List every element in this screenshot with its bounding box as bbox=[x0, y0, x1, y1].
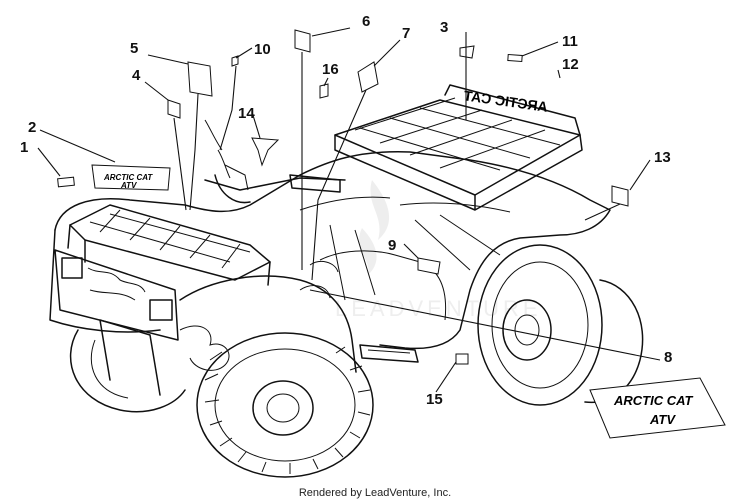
callout-2: 2 bbox=[28, 119, 36, 136]
decal-8: ARCTIC CAT ATV bbox=[589, 377, 726, 439]
decal-7 bbox=[357, 61, 379, 93]
decal-12-text: ARCTIC CAT bbox=[462, 87, 548, 115]
decal-3 bbox=[459, 45, 475, 59]
callout-6: 6 bbox=[362, 13, 370, 30]
decal-11 bbox=[507, 53, 523, 63]
front-bumper bbox=[54, 249, 179, 396]
callout-9: 9 bbox=[388, 237, 396, 254]
watermark-text: LEADVENTURE bbox=[335, 296, 542, 321]
atv-illustration bbox=[49, 84, 644, 478]
decal-2-text-line2: ATV bbox=[120, 181, 137, 190]
callout-13: 13 bbox=[654, 149, 671, 166]
decal-6 bbox=[294, 29, 311, 53]
watermark: LEADVENTURE bbox=[335, 180, 542, 321]
decal-16 bbox=[319, 83, 329, 99]
callout-7: 7 bbox=[402, 25, 410, 42]
handlebar bbox=[204, 119, 346, 204]
callout-10: 10 bbox=[254, 41, 271, 58]
decal-10 bbox=[231, 55, 239, 67]
decal-1 bbox=[57, 176, 75, 188]
decal-5 bbox=[187, 61, 213, 97]
front-rack bbox=[67, 204, 271, 286]
callout-3: 3 bbox=[440, 19, 448, 36]
callout-5: 5 bbox=[130, 40, 138, 57]
callout-numbers: 1 2 3 4 5 6 7 8 9 10 11 12 13 14 15 16 bbox=[20, 13, 672, 408]
callout-16: 16 bbox=[322, 61, 339, 78]
decal-14 bbox=[251, 137, 280, 167]
decal-2: ARCTIC CAT ATV bbox=[91, 164, 171, 191]
rear-wheel bbox=[477, 244, 644, 406]
decal-8-text-line1: ARCTIC CAT bbox=[613, 393, 694, 408]
callout-15: 15 bbox=[426, 391, 443, 408]
rear-rack bbox=[334, 84, 583, 211]
callout-4: 4 bbox=[132, 67, 141, 84]
decal-13 bbox=[611, 185, 629, 207]
callout-8: 8 bbox=[664, 349, 672, 366]
decal-12: ARCTIC CAT bbox=[462, 87, 548, 115]
decal-4 bbox=[167, 99, 181, 119]
front-wheel bbox=[196, 332, 374, 478]
footer-credit: Rendered by LeadVenture, Inc. bbox=[299, 487, 451, 499]
front-left-wheel bbox=[69, 329, 186, 413]
callout-12: 12 bbox=[562, 56, 579, 73]
callout-14: 14 bbox=[238, 105, 255, 122]
decal-8-text-line2: ATV bbox=[649, 412, 676, 427]
decal-2-text-line1: ARCTIC CAT bbox=[103, 173, 153, 182]
decal-15 bbox=[455, 353, 469, 365]
leader-lines bbox=[37, 27, 661, 393]
callout-1: 1 bbox=[20, 139, 28, 156]
decal-9 bbox=[417, 257, 441, 275]
callout-11: 11 bbox=[562, 33, 578, 50]
